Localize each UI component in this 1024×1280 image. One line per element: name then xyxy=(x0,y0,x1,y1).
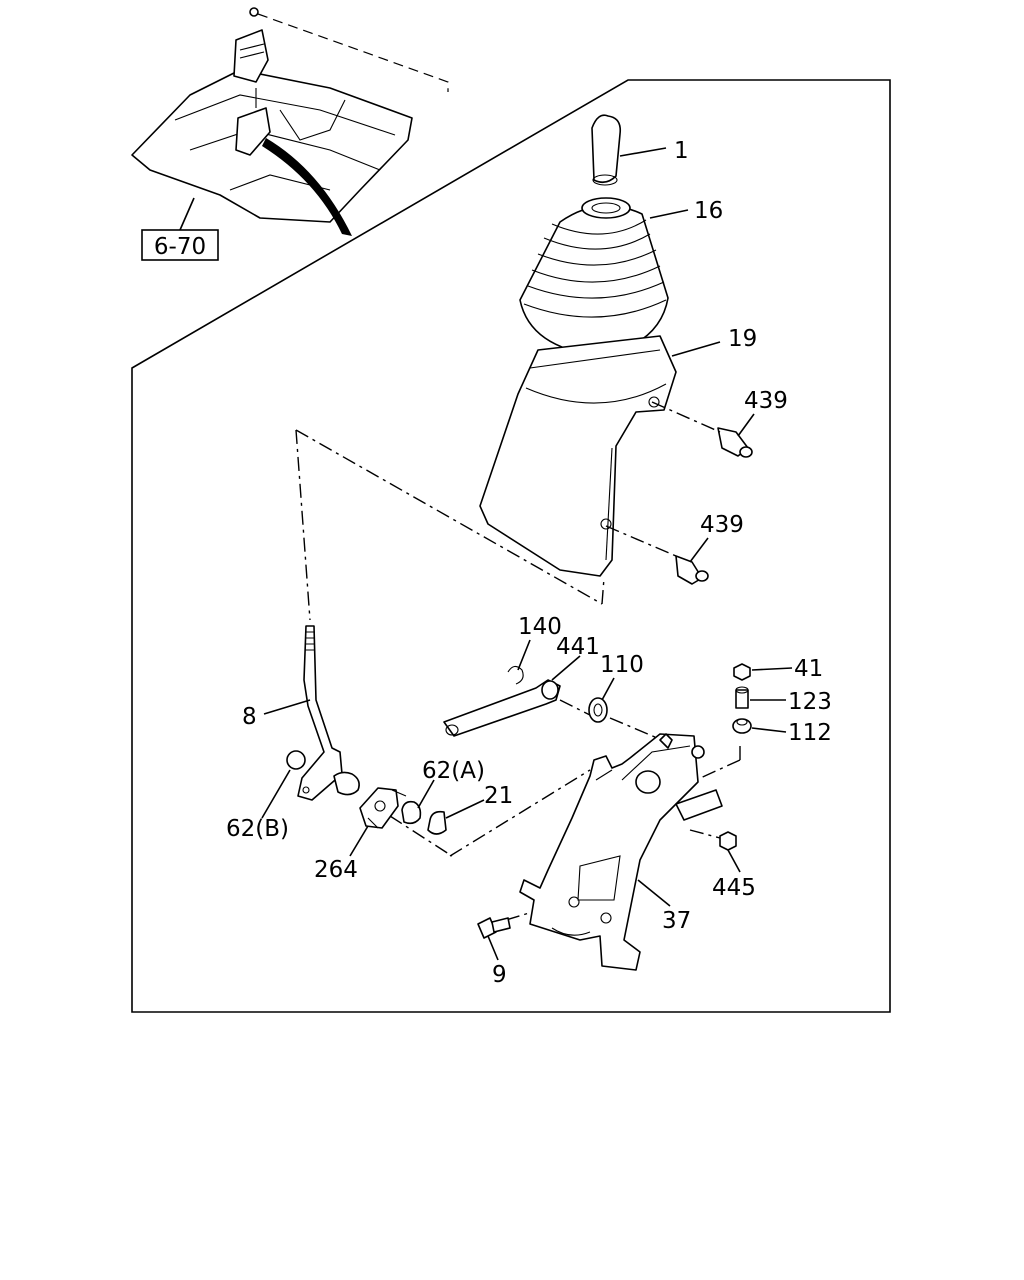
plate-part xyxy=(359,787,407,829)
part-label-1: 1 xyxy=(674,138,689,164)
part-label-441: 441 xyxy=(556,634,600,660)
part-label-112: 112 xyxy=(788,720,832,746)
part-label-110: 110 xyxy=(600,652,644,678)
detail-frame xyxy=(131,79,891,1013)
bushing-21-part xyxy=(427,810,447,835)
bushing-112-part xyxy=(732,718,752,734)
part-labels: 1 16 19 439 439 140 441 110 41 123 112 8… xyxy=(226,138,832,988)
inset-overview: 6-70 xyxy=(131,7,449,261)
link-rod-part xyxy=(443,679,561,737)
boot-part xyxy=(519,197,669,357)
part-label-21: 21 xyxy=(484,783,513,809)
part-label-439-lower: 439 xyxy=(700,512,744,538)
leader-lines xyxy=(261,147,793,961)
clip-part-upper xyxy=(717,427,753,458)
part-label-140: 140 xyxy=(518,614,562,640)
knob-part xyxy=(591,114,622,186)
part-label-445: 445 xyxy=(712,875,756,901)
sleeve-123-part xyxy=(735,686,749,709)
part-label-123: 123 xyxy=(788,689,832,715)
nut-41-part xyxy=(733,663,751,681)
clip-part-lower xyxy=(675,555,709,585)
e-clip-part xyxy=(507,665,524,685)
console-cover-part xyxy=(479,335,677,577)
bushing-62a-part xyxy=(401,800,422,825)
reference-box xyxy=(141,229,219,261)
part-label-8: 8 xyxy=(242,704,257,730)
part-label-62b: 62(B) xyxy=(226,816,289,842)
nut-445-part xyxy=(719,831,737,851)
part-label-16: 16 xyxy=(694,198,723,224)
part-label-439-upper: 439 xyxy=(744,388,788,414)
washer-part xyxy=(588,697,608,723)
shift-lever-part xyxy=(297,625,360,801)
part-label-37: 37 xyxy=(662,908,691,934)
part-label-41: 41 xyxy=(794,656,823,682)
part-label-264: 264 xyxy=(314,857,358,883)
part-label-19: 19 xyxy=(728,326,757,352)
bushing-62b-part xyxy=(286,750,306,770)
reference-label: 6-70 xyxy=(154,234,206,260)
part-label-9: 9 xyxy=(492,962,507,988)
bracket-part xyxy=(519,733,723,971)
part-label-62a: 62(A) xyxy=(422,758,485,784)
bolt-part xyxy=(477,917,511,939)
